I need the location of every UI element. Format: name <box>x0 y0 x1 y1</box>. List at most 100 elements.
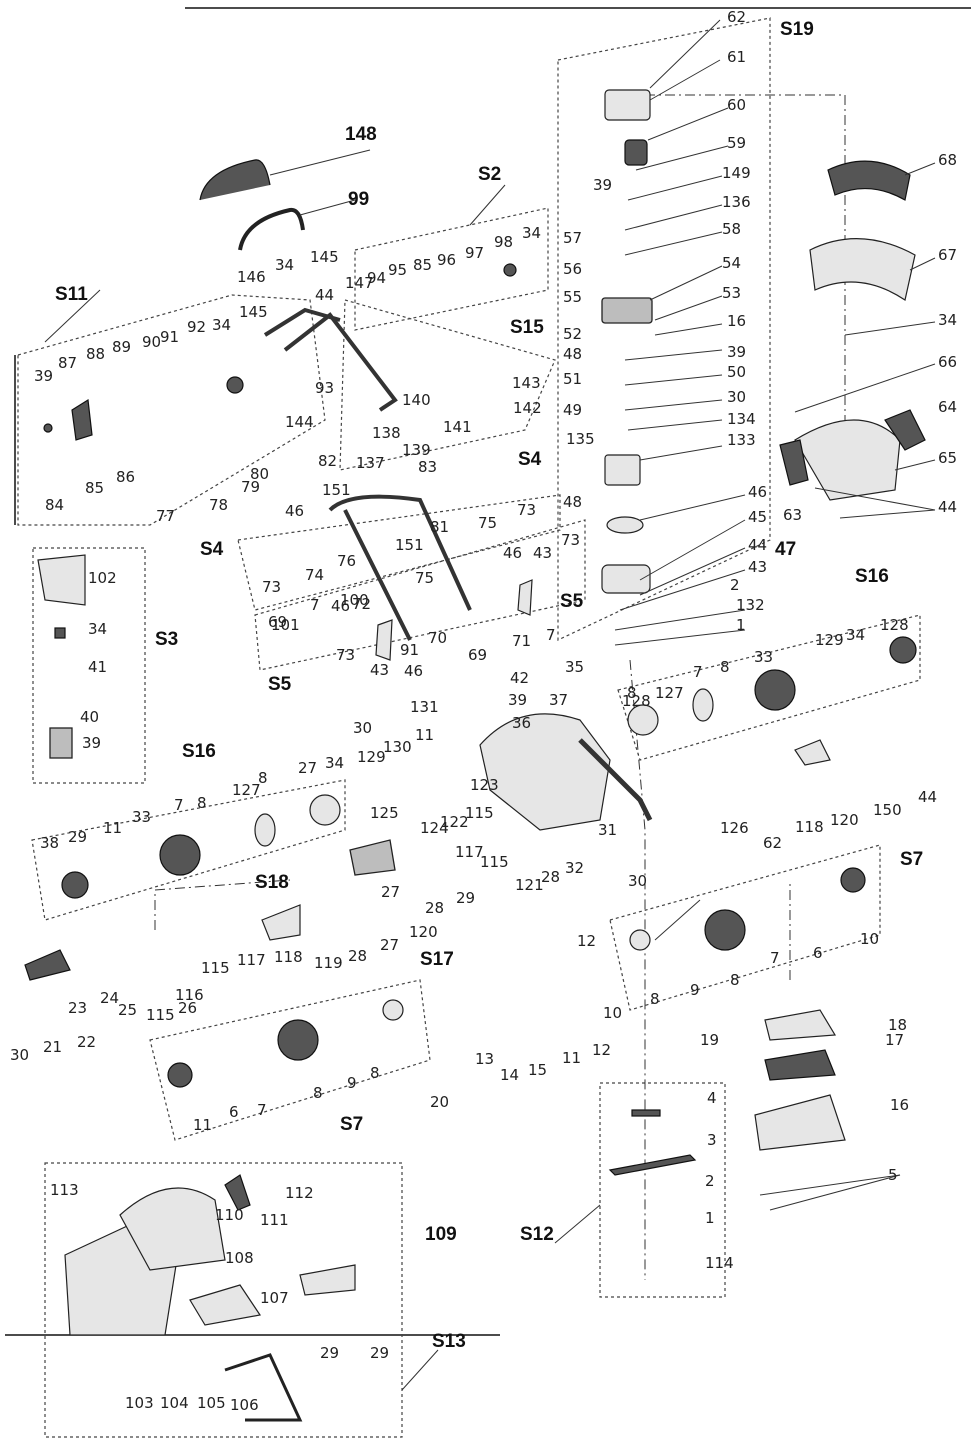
part-number-label: 8 <box>720 658 730 676</box>
part-number-label: 114 <box>705 1254 734 1272</box>
part-number-label: 147 <box>345 274 374 292</box>
part-number-label: 41 <box>88 658 107 676</box>
part-number-label: 7 <box>546 626 556 644</box>
wheel-128-right <box>692 688 714 722</box>
part-number-label: 122 <box>440 813 469 831</box>
part-number-label: 144 <box>285 413 314 431</box>
part-number-label: 52 <box>563 325 582 343</box>
part-number-label: 104 <box>160 1394 189 1412</box>
cover-63 <box>779 439 809 486</box>
part-number-label: 84 <box>45 496 64 514</box>
section-label: S11 <box>55 284 88 305</box>
flap-19 <box>764 1009 837 1041</box>
part-number-label: 8 <box>197 794 207 812</box>
part-number-label: 2 <box>730 576 740 594</box>
group-box-s4a <box>237 494 561 611</box>
part-number-label: 102 <box>88 569 117 587</box>
part-label-large: 47 <box>775 539 796 560</box>
part-number-label: 54 <box>722 254 741 272</box>
part-number-label: 126 <box>720 819 749 837</box>
handle-99 <box>238 207 305 251</box>
part-number-label: 42 <box>510 669 529 687</box>
part-number-label: 1 <box>736 616 746 634</box>
part-number-label: 69 <box>468 646 487 664</box>
part-number-label: 118 <box>274 948 303 966</box>
part-number-label: 27 <box>380 936 399 954</box>
part-number-label: 43 <box>370 661 389 679</box>
part-number-label: 112 <box>285 1184 314 1202</box>
part-number-label: 43 <box>533 544 552 562</box>
cover-68 <box>827 160 911 201</box>
part-number-label: 62 <box>727 8 746 26</box>
part-number-label: 46 <box>748 483 767 501</box>
section-label: S4 <box>200 539 224 560</box>
bag-108 <box>189 1284 262 1326</box>
part-number-label: 87 <box>58 354 77 372</box>
part-number-label: 91 <box>400 641 419 659</box>
part-number-label: 121 <box>515 876 544 894</box>
wheel-10-right <box>629 929 651 951</box>
part-number-label: 140 <box>402 391 431 409</box>
part-number-label: 46 <box>404 662 423 680</box>
part-label-large: 148 <box>345 124 377 145</box>
part-number-label: 30 <box>628 872 647 890</box>
part-number-label: 128 <box>880 616 909 634</box>
part-number-label: 89 <box>112 338 131 356</box>
part-number-label: 131 <box>410 698 439 716</box>
part-number-label: 8 <box>730 971 740 989</box>
part-number-label: 39 <box>727 343 746 361</box>
section-label: S5 <box>268 674 292 695</box>
part-number-label: 34 <box>88 620 107 638</box>
bag-handle-113 <box>224 1174 251 1211</box>
part-number-label: 135 <box>566 430 595 448</box>
part-number-label: 27 <box>298 759 317 777</box>
part-number-label: 7 <box>693 663 703 681</box>
part-number-label: 123 <box>470 776 499 794</box>
part-45 <box>601 564 651 594</box>
part-number-label: 62 <box>763 834 782 852</box>
part-number-label: 30 <box>727 388 746 406</box>
part-70 <box>375 619 393 661</box>
part-number-label: 28 <box>348 947 367 965</box>
part-number-label: 127 <box>655 684 684 702</box>
section-label: S16 <box>182 741 216 762</box>
part-number-label: 43 <box>748 558 767 576</box>
part-number-label: 7 <box>310 596 320 614</box>
group-box-s3 <box>32 547 146 784</box>
part-number-label: 29 <box>68 828 87 846</box>
part-number-label: 65 <box>938 449 957 467</box>
part-98 <box>503 263 517 277</box>
bag-top-111 <box>119 1187 226 1271</box>
part-number-label: 128 <box>622 692 651 710</box>
section-label: S4 <box>518 449 542 470</box>
part-number-label: 24 <box>100 989 119 1007</box>
cover-64 <box>884 409 926 451</box>
part-number-label: 125 <box>370 804 399 822</box>
part-number-label: 63 <box>783 506 802 524</box>
part-label-large: 109 <box>425 1224 457 1245</box>
chute-109 <box>299 1264 356 1296</box>
part-number-label: 117 <box>455 843 484 861</box>
part-number-label: 115 <box>201 959 230 977</box>
part-number-label: 30 <box>353 719 372 737</box>
part-number-label: 96 <box>437 251 456 269</box>
part-number-label: 61 <box>727 48 746 66</box>
part-number-label: 10 <box>860 930 879 948</box>
part-number-label: 120 <box>409 923 438 941</box>
part-101 <box>54 627 66 639</box>
part-122 <box>349 839 396 876</box>
section-label: S16 <box>855 566 889 587</box>
part-number-label: 9 <box>347 1074 357 1092</box>
flap-17 <box>754 1094 846 1151</box>
group-box-s11 <box>17 294 326 526</box>
part-number-label: 1 <box>705 1209 715 1227</box>
part-number-label: 115 <box>146 1006 175 1024</box>
part-number-label: 29 <box>370 1344 389 1362</box>
part-number-label: 3 <box>707 1131 717 1149</box>
part-number-label: 33 <box>754 648 773 666</box>
part-number-label: 51 <box>563 370 582 388</box>
part-number-label: 142 <box>513 399 542 417</box>
part-number-label: 91 <box>160 328 179 346</box>
part-number-label: 29 <box>320 1344 339 1362</box>
part-number-label: 130 <box>383 738 412 756</box>
